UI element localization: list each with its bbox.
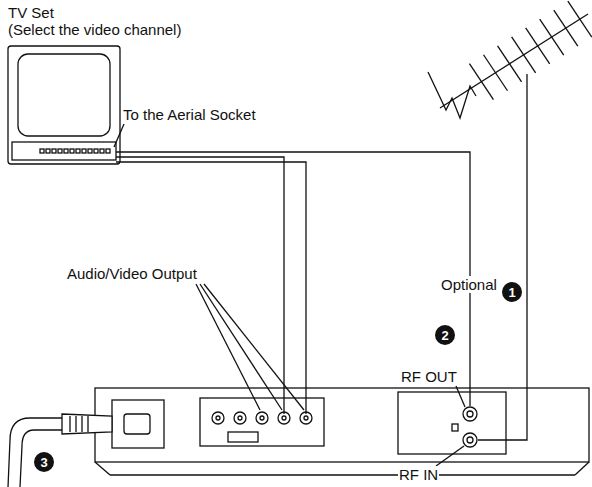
- antenna-element: [512, 37, 536, 73]
- plug-grip: [70, 416, 88, 432]
- callout-number: 3: [40, 456, 47, 469]
- plug-rib: [75, 416, 76, 432]
- power-cord: [8, 418, 62, 487]
- leader-line: [204, 284, 304, 410]
- antenna-element: [526, 28, 550, 64]
- av-jack: [256, 412, 268, 424]
- rf-switch: [452, 424, 458, 431]
- antenna-element: [540, 19, 564, 55]
- antenna-element: [484, 55, 508, 91]
- port-label-holder: RF OUT: [400, 368, 458, 385]
- leader-line: [456, 386, 465, 407]
- tv-control-panel: [12, 142, 116, 160]
- tv-button: [100, 149, 104, 153]
- antenna-element: [568, 1, 592, 37]
- callout-number: 1: [508, 286, 515, 299]
- tv-buttons: [40, 149, 110, 153]
- tv-button: [52, 149, 56, 153]
- power-inlet: [124, 414, 150, 434]
- port-label: RF IN: [398, 466, 439, 483]
- plug-rib: [81, 416, 82, 432]
- connection-label-holder: To the Aerial Socket: [122, 106, 257, 123]
- output-label: Audio/Video Output: [66, 265, 198, 282]
- connection-label: To the Aerial Socket: [122, 106, 257, 123]
- tv-button: [88, 149, 92, 153]
- av-jack: [278, 412, 290, 424]
- vcr-body: [95, 388, 589, 462]
- rf-in-connector: [463, 433, 477, 447]
- antenna-element: [498, 46, 522, 82]
- vcr-foot: [575, 462, 589, 475]
- leader-line: [114, 124, 124, 147]
- output-label-holder: Audio/Video Output: [66, 265, 198, 282]
- power-inlet-panel: [112, 400, 164, 448]
- tv-button: [64, 149, 68, 153]
- leader-line: [436, 446, 464, 466]
- video-cable: [116, 157, 284, 414]
- power-plug: [62, 414, 112, 434]
- tv-button: [94, 149, 98, 153]
- leader-line: [200, 284, 282, 410]
- tv-button: [82, 149, 86, 153]
- port-label: RF OUT: [400, 368, 458, 385]
- note-label: Optional: [440, 276, 498, 293]
- tv-button: [46, 149, 50, 153]
- node-note: (Select the video channel): [8, 21, 181, 38]
- power-cord: [20, 430, 62, 487]
- tv-set: TV Set(Select the video channel): [8, 4, 181, 38]
- tv-button: [40, 149, 44, 153]
- callout-number-holder: 1: [502, 282, 522, 302]
- rf-in-connector: [467, 437, 473, 443]
- rf-out-connector: [463, 407, 477, 421]
- av-jack: [234, 412, 246, 424]
- tv-cabinet: [8, 46, 120, 164]
- vcr-foot: [95, 462, 110, 475]
- port-label-holder: RF IN: [398, 466, 439, 483]
- switch: [228, 432, 258, 442]
- audio-cable: [116, 162, 306, 414]
- rf-panel: [398, 392, 506, 454]
- callout-number-holder: 3: [34, 452, 54, 472]
- leader-line: [196, 284, 260, 410]
- tv-button: [58, 149, 62, 153]
- tv-button: [76, 149, 80, 153]
- av-jack-panel: [200, 398, 324, 446]
- callout-number: 2: [441, 329, 448, 342]
- av-jack: [212, 412, 224, 424]
- antenna-element: [554, 10, 578, 46]
- antenna-element: [469, 64, 493, 100]
- tv-button: [70, 149, 74, 153]
- node-heading: TV Set: [8, 4, 181, 21]
- callout-number-holder: 2: [435, 325, 455, 345]
- tv-button: [106, 149, 110, 153]
- antenna-cable: [478, 74, 527, 440]
- tv-screen: [18, 54, 110, 136]
- plug-rib: [87, 416, 88, 432]
- plug-rib: [69, 416, 70, 432]
- av-jacks: [212, 412, 312, 424]
- note-label-holder: Optional: [440, 276, 498, 293]
- rf-out-connector: [467, 411, 473, 417]
- vcr-base: [110, 474, 575, 475]
- av-jack: [300, 412, 312, 424]
